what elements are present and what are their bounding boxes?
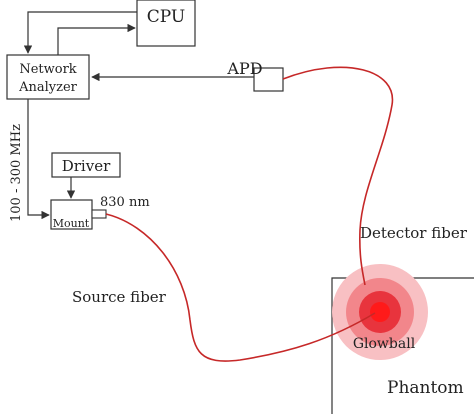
driver-box xyxy=(51,152,121,178)
glowball-icon xyxy=(332,264,428,360)
apd-box xyxy=(253,67,284,92)
source-fiber xyxy=(105,213,376,362)
detector-fiber-label: Detector fiber xyxy=(360,224,468,242)
wavelength-label: 830 nm xyxy=(100,195,150,210)
driver-label: Driver xyxy=(62,157,111,175)
analyzer-to-cpu-line xyxy=(57,23,136,55)
cpu-label: CPU xyxy=(147,7,185,27)
source-fiber-label: Source fiber xyxy=(72,288,167,306)
fiber-coupler xyxy=(91,209,107,219)
frequency-label: 100 - 300 MHz xyxy=(9,124,24,222)
network-analyzer-label-line2: Analyzer xyxy=(18,80,78,95)
detector-fiber xyxy=(282,66,394,286)
glowball-label: Glowball xyxy=(353,336,416,352)
cpu-box xyxy=(136,0,196,47)
cpu-to-analyzer-line xyxy=(23,11,137,54)
network-analyzer-box xyxy=(6,54,90,100)
network-analyzer-label-line1: Network xyxy=(19,62,76,77)
phantom-label: Phantom xyxy=(387,378,464,398)
phantom-box xyxy=(331,277,474,414)
apd-label: APD xyxy=(226,59,262,78)
analyzer-to-mount-line xyxy=(27,99,50,220)
mount-label: Mount xyxy=(53,217,90,230)
